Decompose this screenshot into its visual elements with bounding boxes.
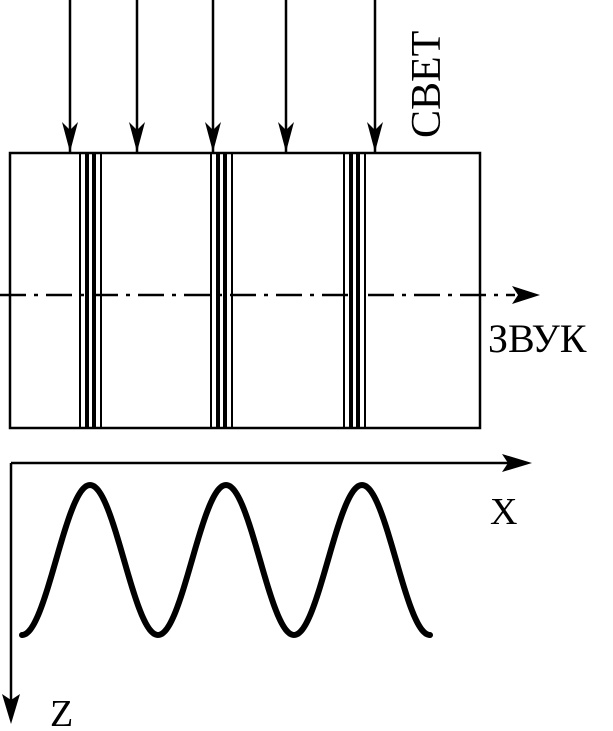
light-ray-arrowhead — [62, 122, 78, 152]
light-ray-arrowhead — [278, 122, 294, 152]
sound-arrowhead — [512, 286, 540, 304]
x-axis-label: X — [490, 491, 517, 533]
z-axis-arrowhead — [2, 694, 20, 724]
grating-group — [210, 153, 233, 428]
x-axis-arrowhead — [502, 454, 532, 472]
medium-box — [8, 151, 482, 430]
sound-wave-curve — [19, 481, 433, 639]
light-ray-arrowhead — [205, 122, 221, 152]
sound-label: ЗВУК — [488, 316, 587, 361]
grating-group — [79, 153, 102, 428]
light-label: СВЕТ — [404, 31, 450, 138]
z-axis-label: Z — [50, 693, 73, 731]
light-ray-arrowhead — [129, 122, 145, 152]
grating-group — [343, 153, 366, 428]
light-ray-arrowhead — [367, 122, 383, 152]
light-rays — [62, 0, 383, 152]
